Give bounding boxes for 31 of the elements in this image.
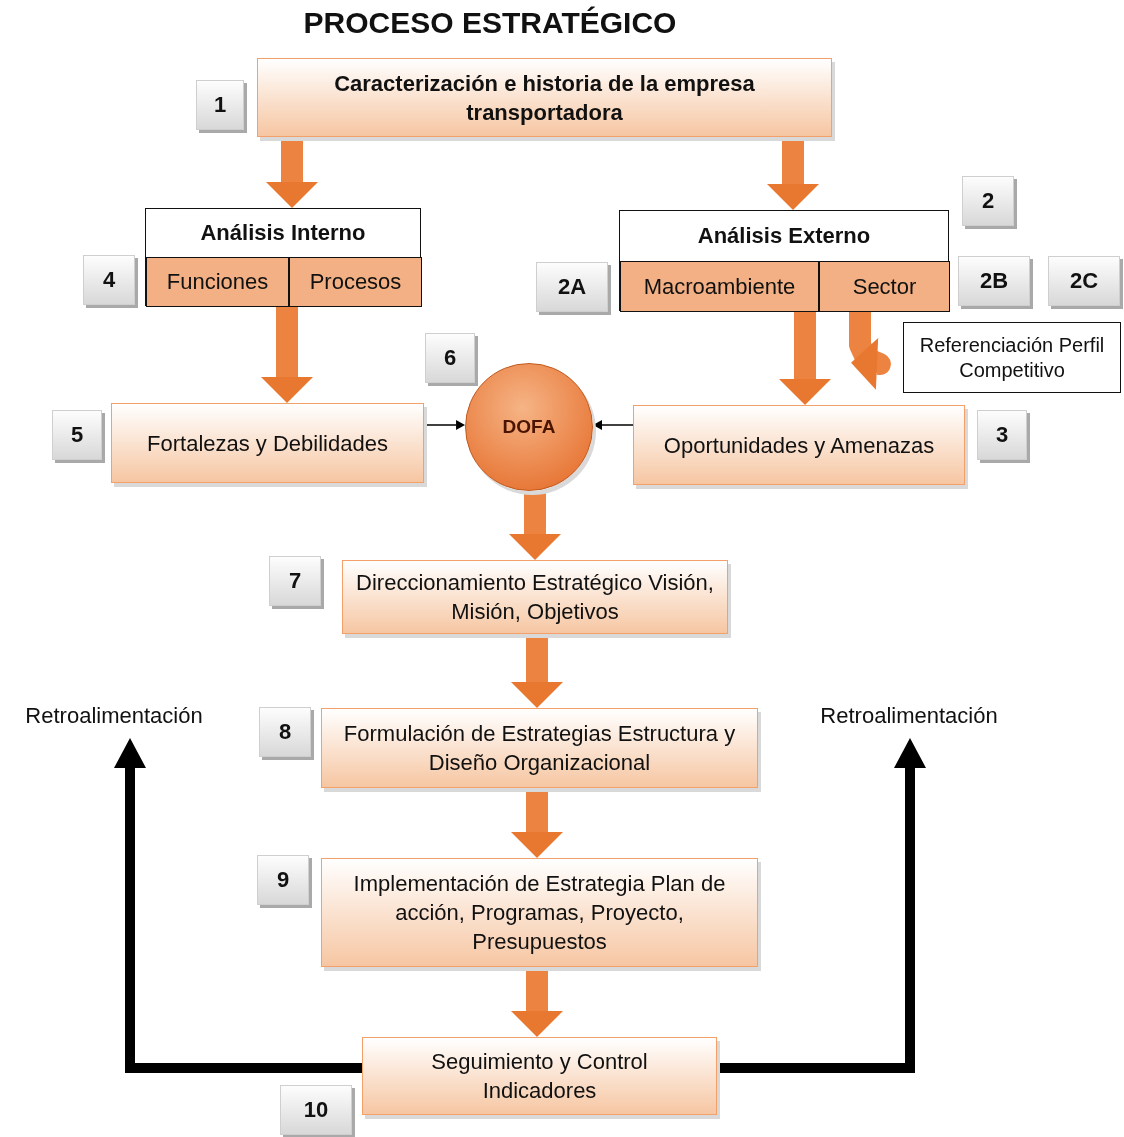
macro-cell: Macroambiente [620, 261, 819, 312]
step-number: 2 [962, 176, 1014, 226]
step-number: 7 [269, 556, 321, 606]
step-number: 2B [958, 256, 1030, 306]
arrow [261, 306, 313, 403]
arrow [849, 312, 891, 390]
analysis-panel [145, 208, 421, 306]
step-number: 5 [52, 410, 102, 460]
arrow [509, 491, 561, 560]
diagram-title: PROCESO ESTRATÉGICO [302, 6, 678, 40]
sector-cell: Sector [819, 261, 950, 312]
function-cell: Funciones [146, 257, 289, 307]
feedback-label: Retroalimentación [803, 700, 1015, 732]
step-number: 8 [259, 707, 311, 757]
step-number: 1 [196, 80, 244, 130]
step-number: 3 [977, 410, 1027, 460]
reference-box: Referenciación Perfil Competitivo [903, 322, 1121, 393]
panel-heading: Análisis Interno [199, 219, 367, 247]
feedback-label: Retroalimentación [8, 700, 220, 732]
step-number: 10 [280, 1085, 352, 1135]
step-number: 2A [536, 262, 608, 312]
analysis-panel [619, 210, 949, 311]
step-number: 2C [1048, 256, 1120, 306]
arrow [717, 738, 926, 1073]
arrow [779, 312, 831, 405]
panel-heading: Análisis Externo [696, 222, 872, 250]
step-number: 6 [425, 333, 475, 383]
arrow [114, 738, 362, 1073]
step-number: 9 [257, 855, 309, 905]
step-number: 4 [83, 255, 135, 305]
process-cell: Procesos [289, 257, 422, 307]
